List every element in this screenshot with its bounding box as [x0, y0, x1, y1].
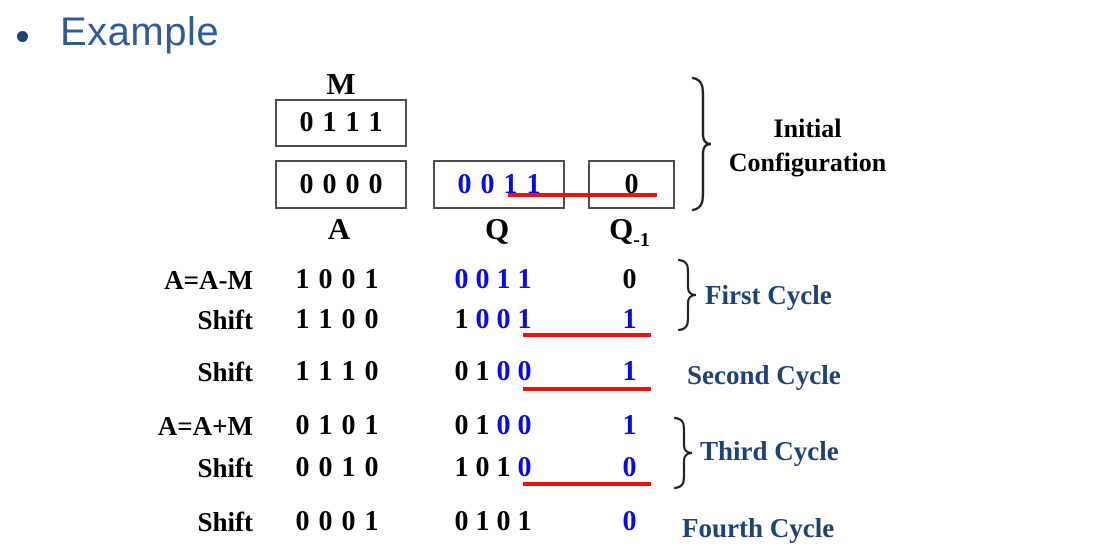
q-value: 1 0 1 0	[454, 452, 532, 483]
shift-underline	[523, 333, 651, 337]
first-cycle-brace	[676, 258, 698, 337]
cycle-label-second: Second Cycle	[687, 360, 841, 390]
q-value: 0 0 1 1	[454, 264, 532, 295]
cycle-label-fourth: Fourth Cycle	[682, 513, 835, 543]
qm1-value: 0	[622, 264, 637, 295]
qm1-value: 1	[622, 410, 637, 441]
a-value: 0 0 0 1	[295, 506, 379, 537]
register-q-box: 0 0 1 1	[433, 160, 565, 209]
register-m-value: 0 1 1 1	[299, 107, 383, 138]
trace-row: Shift 1 1 1 0 0 1 0 0 1	[0, 355, 760, 389]
cycle-label-first: First Cycle	[705, 280, 832, 310]
operation-label: Shift	[197, 357, 253, 387]
register-a-value: 0 0 0 0	[299, 168, 383, 200]
trace-row: A=A-M 1 0 0 1 0 0 1 1 0	[0, 263, 760, 297]
page-title: Example	[60, 10, 220, 54]
qm1-value: 0	[622, 506, 637, 537]
trace-row: Shift 0 0 1 0 1 0 1 0 0	[0, 451, 760, 485]
trace-row: Shift 1 1 0 0 1 0 0 1 1	[0, 303, 760, 337]
initial-config-line1: Initial	[773, 114, 842, 143]
column-label-q: Q	[484, 211, 510, 246]
a-value: 1 1 0 0	[295, 304, 379, 335]
initial-config-line2: Configuration	[728, 148, 887, 177]
qm1-value: 0	[622, 452, 637, 483]
shift-underline	[523, 482, 651, 486]
a-value: 0 0 1 0	[295, 452, 379, 483]
register-m-box: 0 1 1 1	[275, 99, 407, 147]
operation-label: Shift	[197, 507, 253, 537]
qm1-value: 1	[622, 304, 637, 335]
q-value: 0 1 0 1	[454, 506, 532, 537]
qm1-subscript: -1	[633, 229, 650, 251]
column-label-a: A	[327, 211, 351, 246]
register-qm1-value: 0	[624, 168, 639, 200]
operation-label: A=A+M	[157, 411, 253, 441]
trace-row: A=A+M 0 1 0 1 0 1 0 0 1	[0, 409, 760, 443]
initial-config-caption: Initial Configuration	[710, 112, 905, 180]
q-value: 1 0 0 1	[454, 304, 532, 335]
a-value: 1 1 1 0	[295, 356, 379, 387]
column-label-qm1: Q-1	[609, 211, 650, 251]
register-m-label: M	[326, 66, 356, 101]
operation-label: Shift	[197, 453, 253, 483]
trace-row: Shift 0 0 0 1 0 1 0 1 0	[0, 505, 760, 539]
q-value: 0 1 0 0	[454, 410, 532, 441]
operation-label: A=A-M	[164, 265, 253, 295]
initial-config-brace	[690, 75, 714, 218]
third-cycle-brace	[672, 416, 694, 495]
a-value: 0 1 0 1	[295, 410, 379, 441]
q-value: 0 1 0 0	[454, 356, 532, 387]
cycle-label-third: Third Cycle	[700, 436, 839, 466]
bullet-icon	[17, 31, 28, 42]
qm1-value: 1	[622, 356, 637, 387]
initial-carry-underline	[508, 193, 657, 197]
operation-label: Shift	[197, 305, 253, 335]
register-qm1-box: 0	[588, 160, 675, 209]
register-a-box: 0 0 0 0	[275, 160, 407, 209]
a-value: 1 0 0 1	[295, 264, 379, 295]
shift-underline	[523, 387, 651, 391]
